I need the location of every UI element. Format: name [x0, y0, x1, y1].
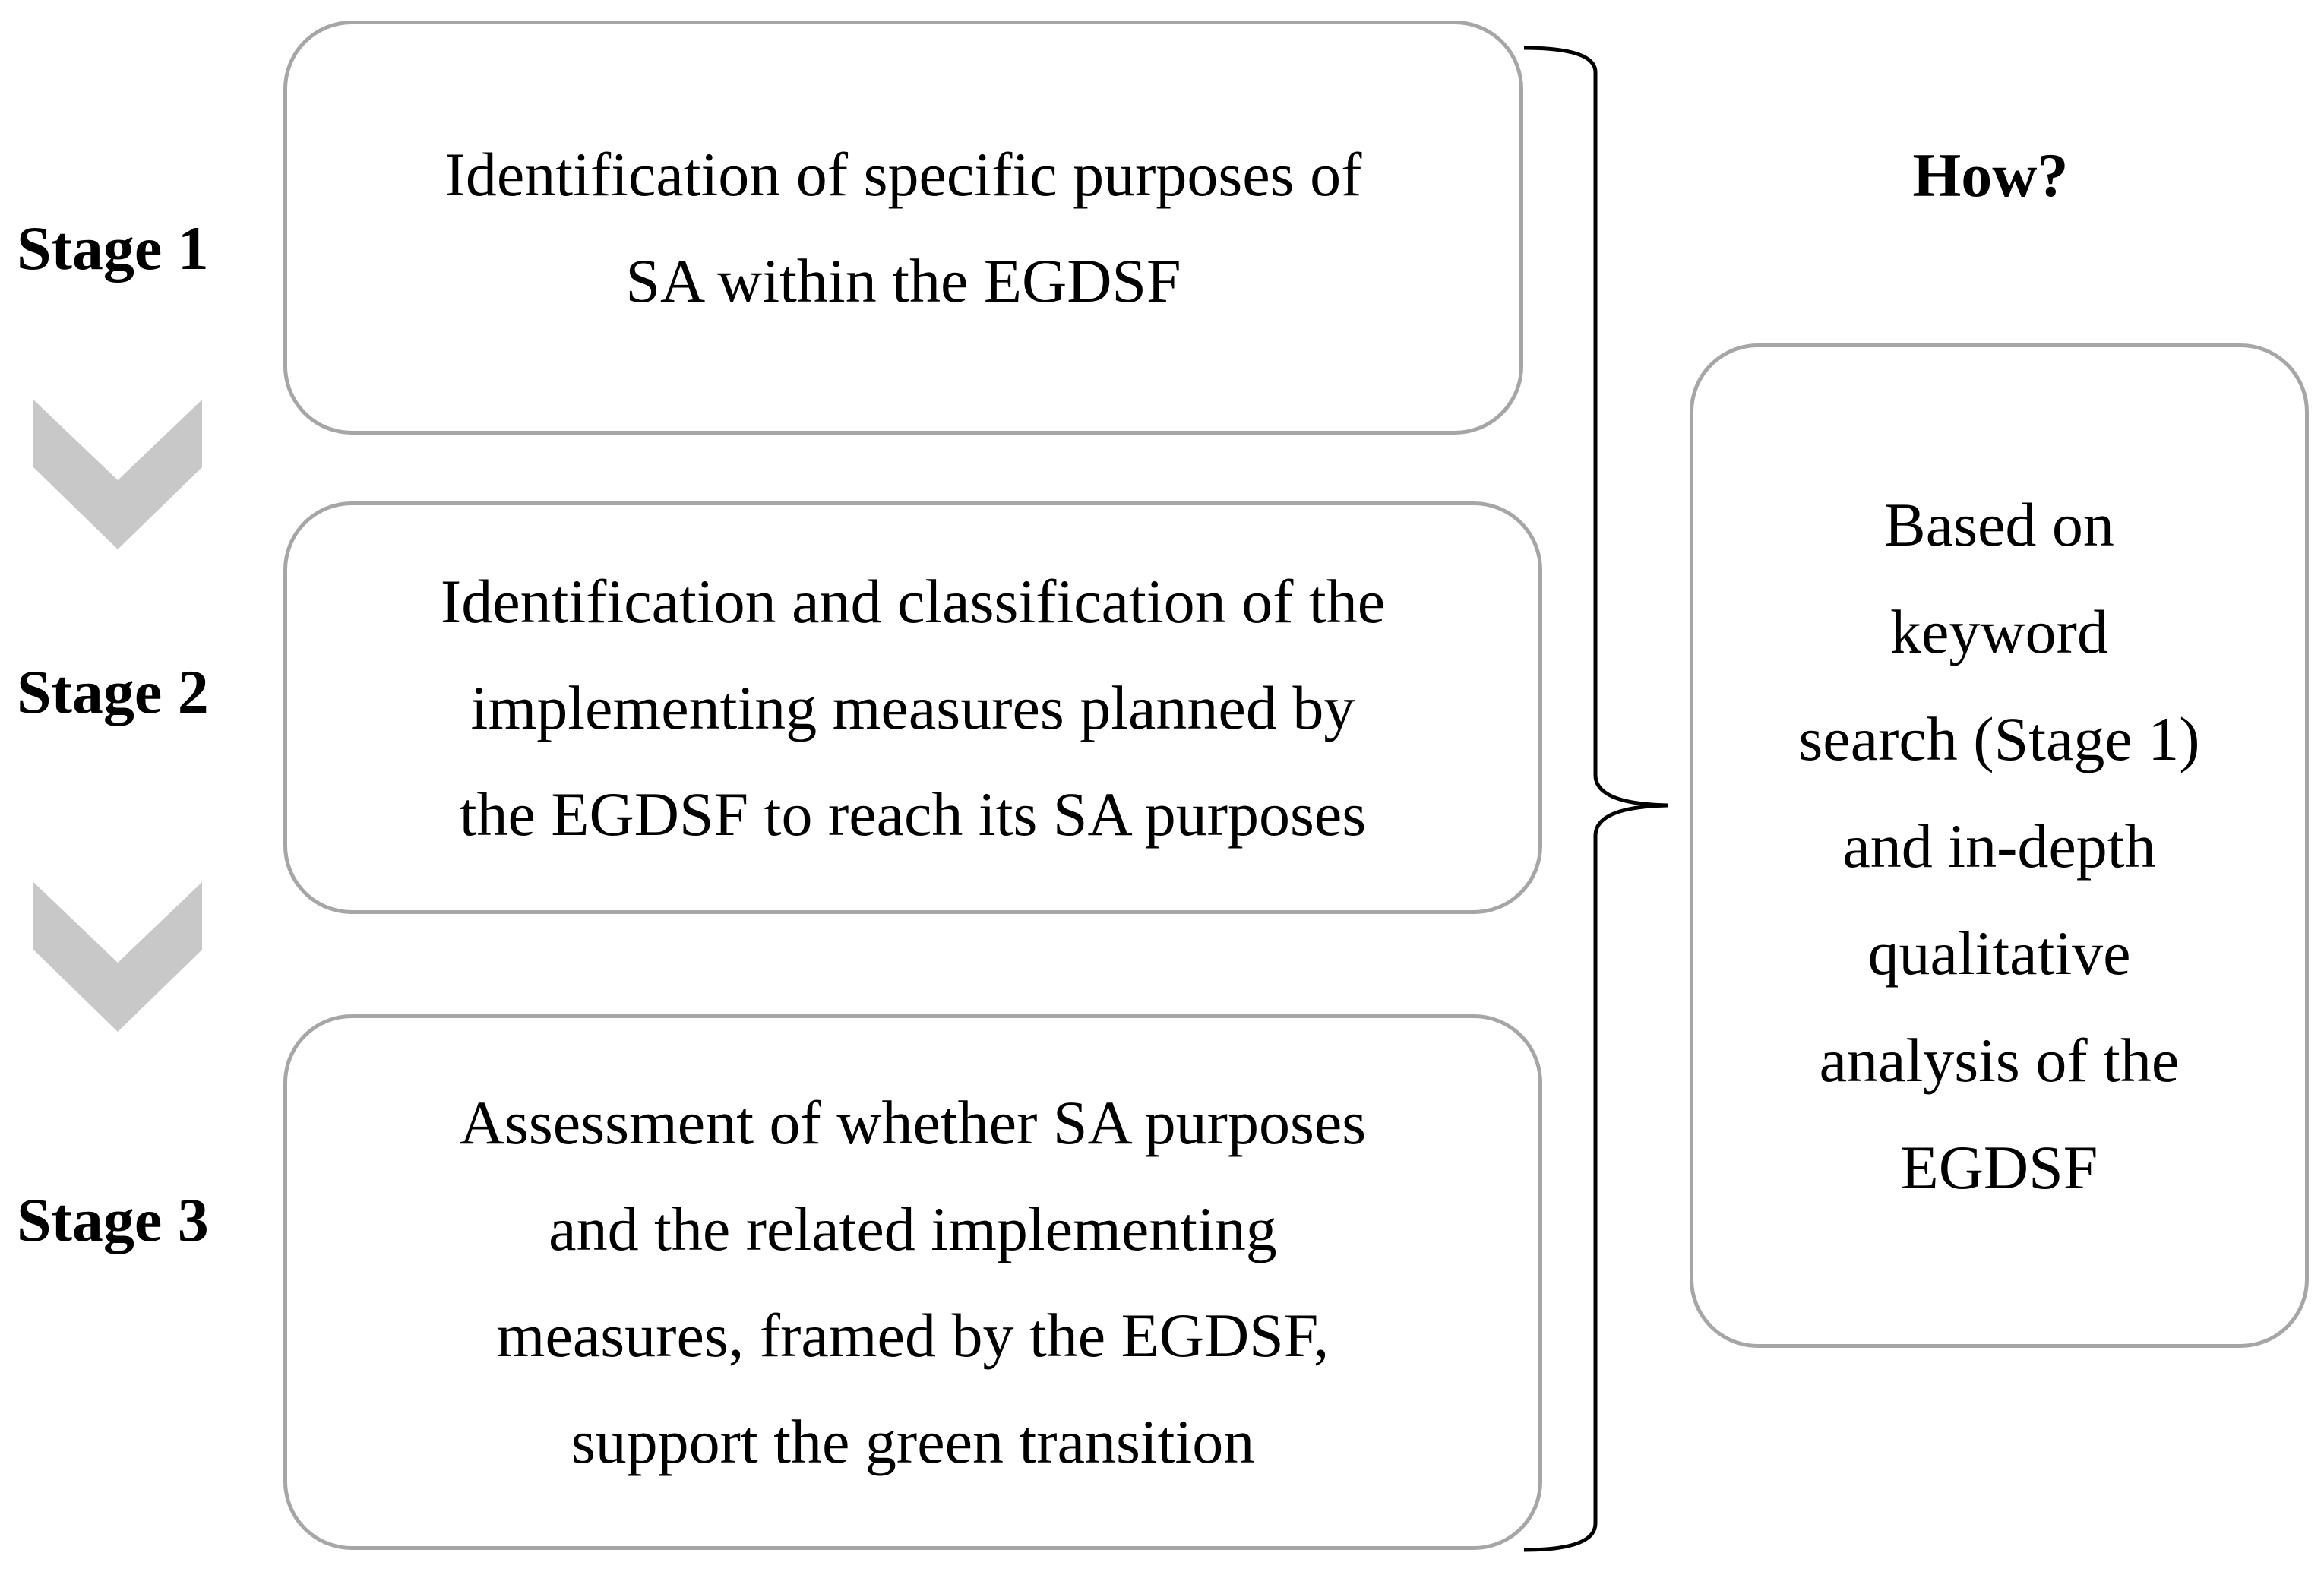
stage-3-label: Stage 3: [17, 1185, 209, 1254]
how-line: keyword: [1890, 596, 2108, 666]
how-title: How?: [1912, 141, 2069, 210]
how-line: EGDSF: [1900, 1132, 2098, 1202]
stage-1-text: Identification of specific purposes of S…: [445, 122, 1362, 334]
stage-3-text: Assessment of whether SA purposes and th…: [460, 1070, 1366, 1495]
stage-2-text: Identification and classification of the…: [441, 549, 1385, 868]
how-box: Based on keyword search (Stage 1) and in…: [1690, 343, 2309, 1348]
how-line: search (Stage 1): [1798, 704, 2200, 773]
chevron-down-icon: [33, 882, 202, 1032]
stage-2-line: Identification and classification of the: [440, 566, 1386, 636]
how-text: Based on keyword search (Stage 1) and in…: [1798, 471, 2199, 1221]
stage-2-box: Identification and classification of the…: [283, 501, 1542, 914]
stage-3-line: Assessment of whether SA purposes: [459, 1087, 1367, 1157]
stage-3-line: support the green transition: [571, 1406, 1255, 1476]
stage-1-label: Stage 1: [17, 213, 209, 283]
brace-path: [1523, 46, 1668, 1552]
stage-3-line: and the related implementing: [549, 1194, 1277, 1263]
how-line: and in-depth: [1842, 811, 2156, 881]
stage-1-box: Identification of specific purposes of S…: [283, 21, 1523, 435]
stage-3-box: Assessment of whether SA purposes and th…: [283, 1014, 1542, 1550]
stage-2-label: Stage 2: [17, 657, 209, 726]
stage-2-line: the EGDSF to reach its SA purposes: [459, 779, 1367, 849]
chevron-down-icon: [33, 400, 202, 549]
how-line: Based on: [1884, 489, 2114, 559]
stage-2-line: implementing measures planned by: [470, 672, 1355, 742]
chevron-2-shape: [33, 882, 202, 1032]
how-line: qualitative: [1867, 918, 2131, 988]
chevron-1-shape: [33, 400, 202, 549]
stage-1-line: Identification of specific purposes of: [444, 139, 1362, 209]
stage-3-line: measures, framed by the EGDSF,: [496, 1300, 1330, 1370]
stage-1-line: SA within the EGDSF: [625, 245, 1181, 315]
how-line: analysis of the: [1819, 1025, 2180, 1095]
